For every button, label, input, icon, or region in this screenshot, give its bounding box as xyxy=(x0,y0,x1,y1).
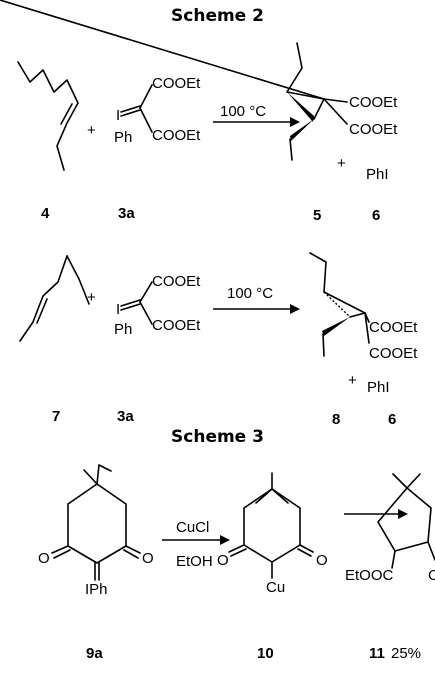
plus-sign: + xyxy=(337,155,346,172)
ylide-3a-structure xyxy=(120,84,153,133)
compound-label-3a: 3a xyxy=(117,408,134,425)
compound-label-11: 11 xyxy=(369,645,385,662)
ylide-3a-structure xyxy=(120,281,153,325)
compound-label-6: 6 xyxy=(388,411,396,428)
reaction-arrow xyxy=(213,304,300,314)
phenyl-group: Ph xyxy=(114,321,132,338)
reaction-condition: 100 °C xyxy=(227,285,273,302)
oxygen-atom: O xyxy=(217,552,229,569)
oxygen-atom: O xyxy=(316,552,328,569)
phenyl-group: Ph xyxy=(114,129,132,146)
reaction-arrow xyxy=(162,535,230,545)
alkene-4 xyxy=(17,61,79,171)
iodonium-phenyl-group: IPh xyxy=(85,581,108,598)
ester-group: COOEt xyxy=(152,273,201,290)
compound-label-9a: 9a xyxy=(86,645,103,662)
iodine-atom: I xyxy=(116,107,120,124)
reaction-arrow xyxy=(344,509,408,519)
reagent-cucl: CuCl xyxy=(176,519,209,536)
compound-label-3a: 3a xyxy=(118,205,135,222)
iodobenzene: PhI xyxy=(366,166,389,183)
ester-group: COOEt xyxy=(349,94,398,111)
reaction-condition: 100 °C xyxy=(220,103,266,120)
ester-group: COOEt xyxy=(369,345,418,362)
scheme2-title: Scheme 2 xyxy=(171,6,264,26)
ester-group: COOEt xyxy=(152,75,201,92)
oxygen-atom: O xyxy=(38,550,50,567)
compound-label-8: 8 xyxy=(332,411,340,428)
compound-label-6: 6 xyxy=(372,207,380,224)
compound-label-10: 10 xyxy=(257,645,274,662)
ester-group: COOEt xyxy=(369,319,418,336)
solvent-etoh: EtOH xyxy=(176,553,213,570)
compound-11-structure xyxy=(377,473,435,569)
plus-sign: + xyxy=(348,372,357,389)
ester-group: COOEt xyxy=(349,121,398,138)
compound-10-structure xyxy=(228,472,314,579)
iodobenzene: PhI xyxy=(367,379,390,396)
ester-group: COOEt xyxy=(152,317,201,334)
compound-label-4: 4 xyxy=(41,205,50,222)
compound-label-5: 5 xyxy=(313,207,321,224)
yield-value: 25% xyxy=(391,645,421,662)
oxygen-atom: O xyxy=(428,567,435,584)
iodine-atom: I xyxy=(116,301,120,318)
reaction-arrow xyxy=(213,117,300,127)
compound-label-7: 7 xyxy=(52,408,60,425)
copper-atom: Cu xyxy=(266,579,285,596)
plus-sign: + xyxy=(87,289,96,306)
plus-sign: + xyxy=(87,122,96,139)
ester-group: COOEt xyxy=(152,127,201,144)
compound-9a-structure xyxy=(51,464,141,581)
alkene-7 xyxy=(19,255,90,342)
oxygen-atom: O xyxy=(142,550,154,567)
scheme3-title: Scheme 3 xyxy=(171,427,264,447)
ester-group: EtOOC xyxy=(345,567,394,584)
cyclopropane-8 xyxy=(309,252,370,357)
cyclopropane-5 xyxy=(0,0,348,161)
